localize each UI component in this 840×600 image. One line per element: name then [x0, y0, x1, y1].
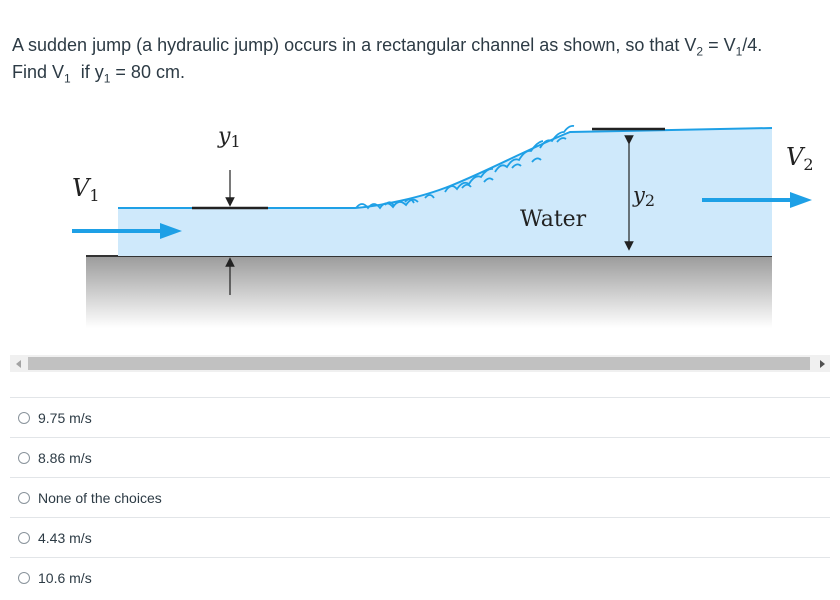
water-label: Water — [520, 207, 587, 232]
question-text: A sudden jump (a hydraulic jump) occurs … — [12, 32, 832, 86]
v2-label: V2 — [786, 143, 814, 174]
y1-label: y1 — [217, 124, 241, 151]
answer-option[interactable]: None of the choices — [10, 477, 830, 517]
answer-label: 8.86 m/s — [38, 449, 92, 466]
hydraulic-jump-diagram: y1 y2 Water V1 V2 — [72, 124, 814, 328]
answer-label: 9.75 m/s — [38, 409, 92, 426]
answer-option[interactable]: 9.75 m/s — [10, 397, 830, 437]
jump-turbulence — [355, 124, 575, 210]
hydraulic-jump-figure: y1 y2 Water V1 V2 — [0, 110, 840, 335]
answer-option[interactable]: 8.86 m/s — [10, 437, 830, 477]
answer-option[interactable]: 4.43 m/s — [10, 517, 830, 557]
v2-arrow — [702, 192, 812, 208]
answer-label: 4.43 m/s — [38, 529, 92, 546]
v1-arrow — [72, 223, 182, 239]
radio-button[interactable] — [18, 491, 30, 504]
radio-button[interactable] — [18, 531, 30, 544]
horizontal-scrollbar[interactable] — [10, 355, 830, 372]
scroll-left-arrow-icon[interactable] — [10, 355, 27, 372]
channel-bed — [86, 256, 772, 328]
answer-label: 10.6 m/s — [38, 569, 92, 586]
y2-label: y2 — [632, 183, 655, 210]
radio-button[interactable] — [18, 451, 30, 464]
question-line-1: A sudden jump (a hydraulic jump) occurs … — [12, 35, 763, 59]
scroll-right-arrow-icon[interactable] — [813, 355, 830, 372]
radio-button[interactable] — [18, 571, 30, 584]
question-line-2: Find V1 if y1 = 80 cm. — [12, 62, 185, 86]
answer-label: None of the choices — [38, 489, 162, 506]
answer-list: 9.75 m/s 8.86 m/s None of the choices 4.… — [10, 397, 830, 597]
radio-button[interactable] — [18, 411, 30, 424]
answer-option[interactable]: 10.6 m/s — [10, 557, 830, 597]
scrollbar-thumb[interactable] — [28, 357, 810, 370]
v1-label: V1 — [72, 174, 100, 205]
